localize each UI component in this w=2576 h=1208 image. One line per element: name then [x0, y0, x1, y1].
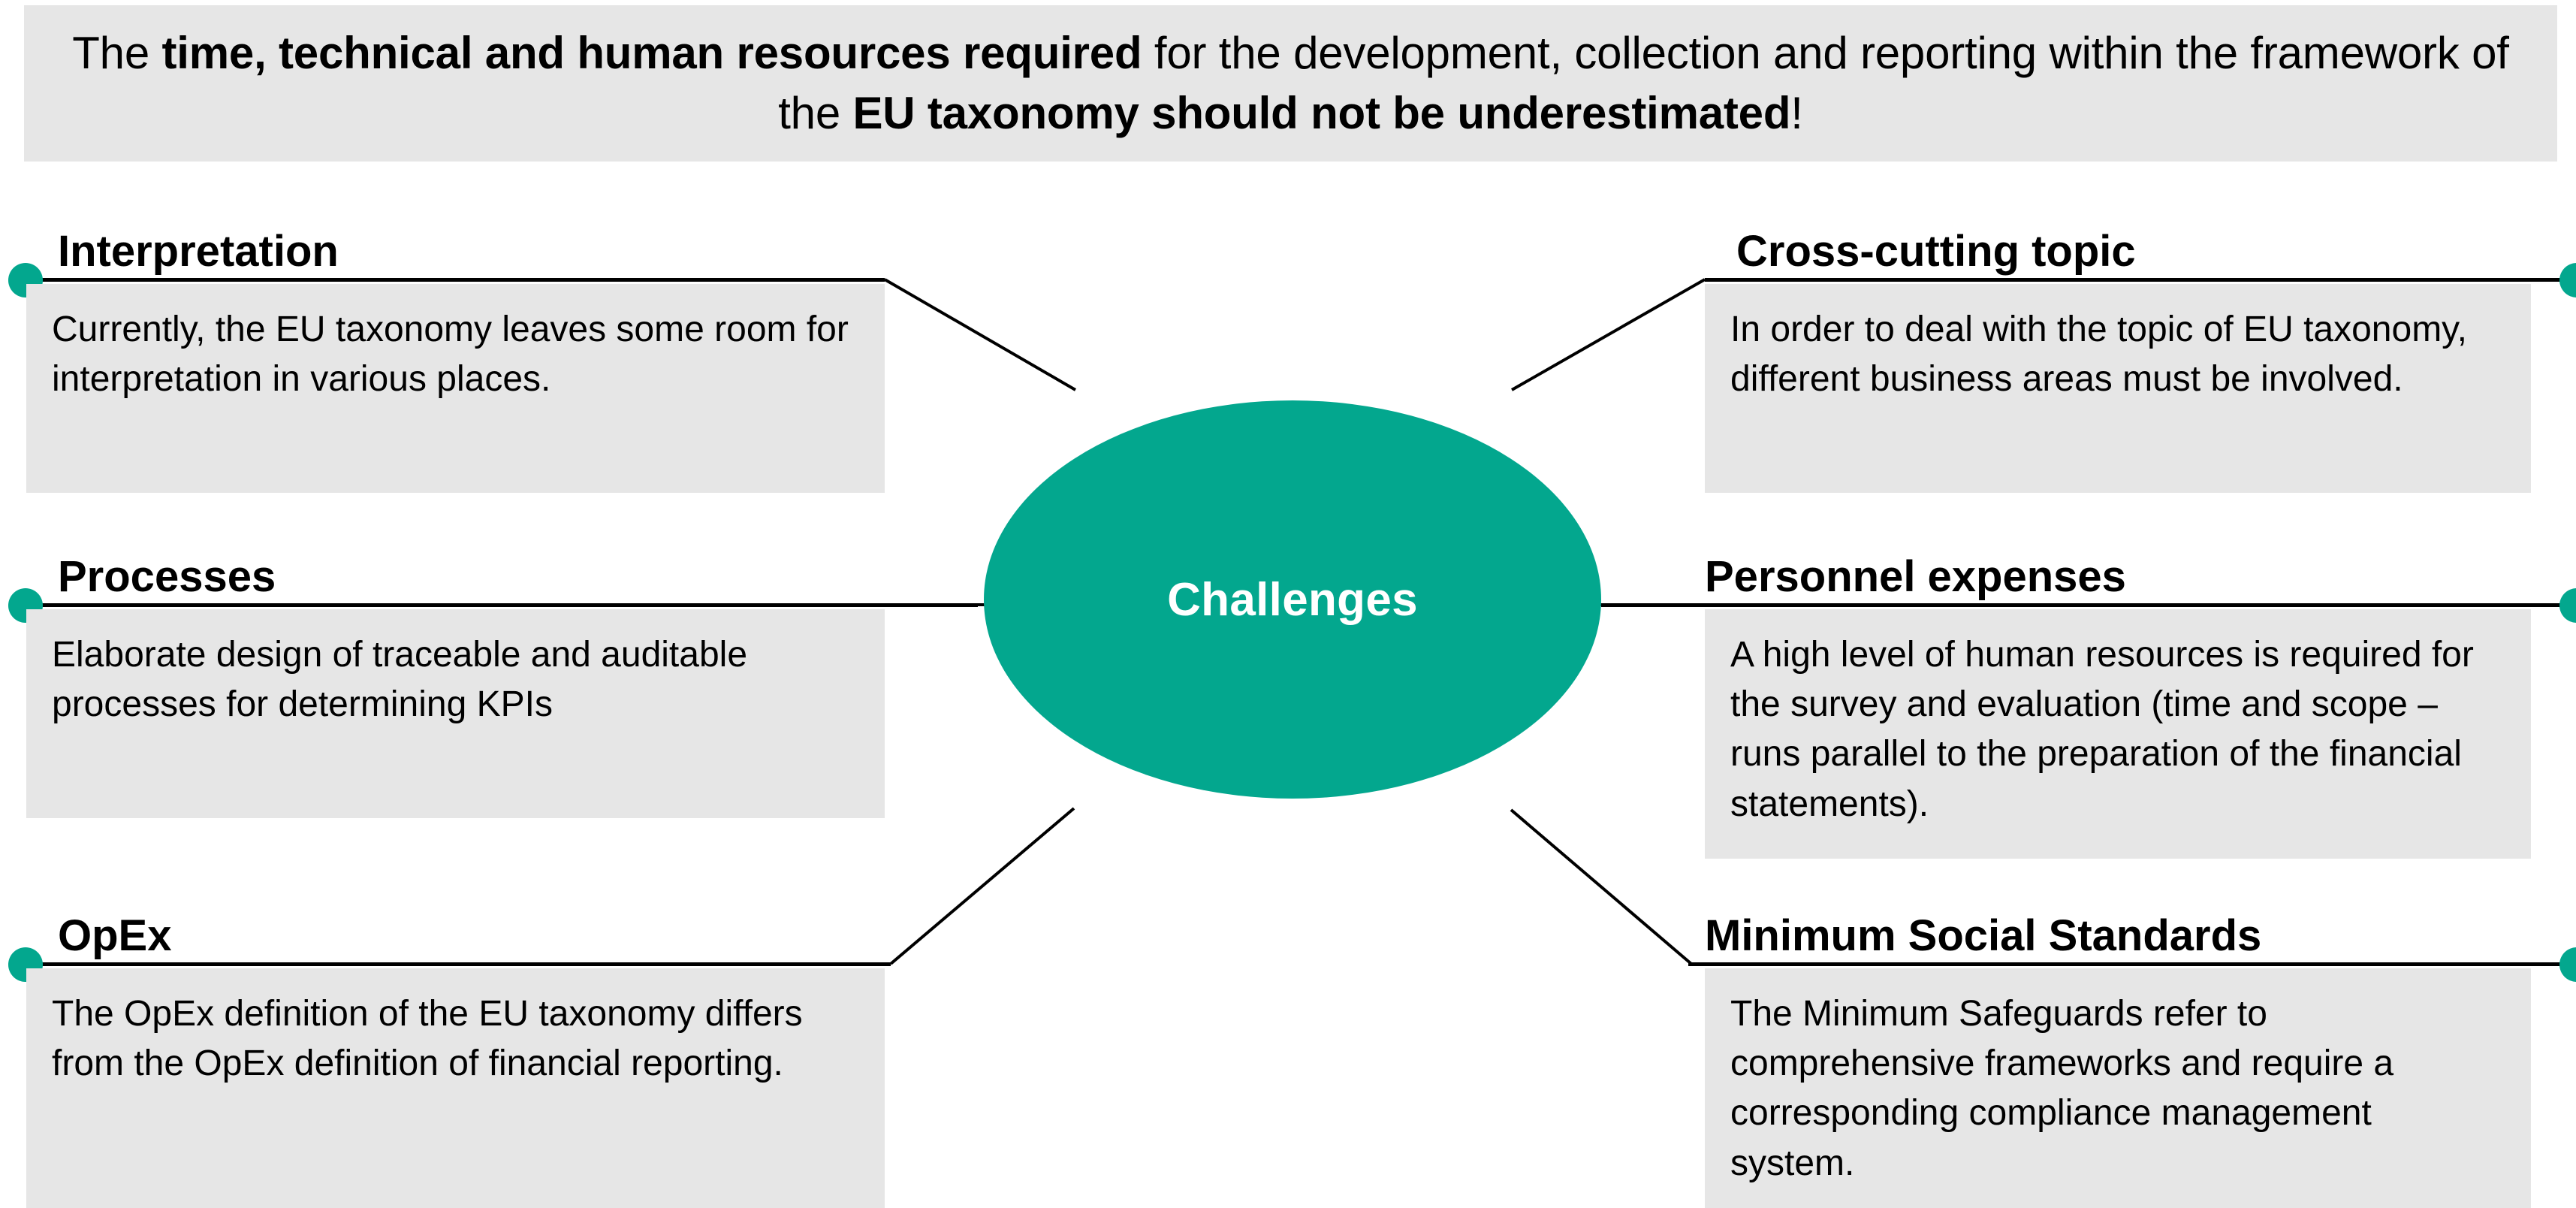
branch-dot-minimum-social-standards: [2559, 947, 2576, 982]
branch-rule-processes: [26, 603, 978, 607]
branch-body-minimum-social-standards: The Minimum Safeguards refer to comprehe…: [1730, 994, 2394, 1183]
branch-dot-cross-cutting-topic: [2559, 263, 2576, 297]
branch-rule-personnel-expenses: [1601, 603, 2576, 607]
branch-dot-personnel-expenses: [2559, 588, 2576, 623]
branch-box-cross-cutting-topic: In order to deal with the topic of EU ta…: [1705, 284, 2531, 493]
header-plain: The: [72, 28, 162, 79]
branch-body-processes: Elaborate design of traceable and audita…: [52, 635, 748, 725]
header-emphasis: EU taxonomy should not be underestimated: [852, 88, 1791, 138]
branch-rule-minimum-social-standards: [1688, 962, 2576, 966]
branch-title-minimum-social-standards: Minimum Social Standards: [1705, 911, 2262, 960]
center-circle-label: Challenges: [1167, 573, 1418, 626]
header-statement: The time, technical and human resources …: [54, 23, 2527, 143]
branch-body-opex: The OpEx definition of the EU taxonomy d…: [52, 994, 803, 1084]
branch-box-opex: The OpEx definition of the EU taxonomy d…: [26, 968, 885, 1208]
branch-rule-cross-cutting-topic: [1705, 278, 2576, 282]
branch-title-personnel-expenses: Personnel expenses: [1705, 552, 2126, 601]
branch-title-processes: Processes: [58, 552, 276, 601]
branch-body-cross-cutting-topic: In order to deal with the topic of EU ta…: [1730, 310, 2467, 400]
connector-cross-cutting: [1511, 278, 1706, 391]
branch-rule-opex: [26, 962, 891, 966]
connector-opex: [889, 807, 1075, 965]
connector-interpretation: [883, 278, 1077, 391]
branch-box-personnel-expenses: A high level of human resources is requi…: [1705, 609, 2531, 859]
center-circle-challenges[interactable]: Challenges: [984, 400, 1601, 799]
header-banner: The time, technical and human resources …: [24, 5, 2557, 162]
branch-title-cross-cutting-topic: Cross-cutting topic: [1736, 227, 2136, 276]
branch-title-interpretation: Interpretation: [58, 227, 339, 276]
branch-rule-interpretation: [26, 278, 885, 282]
branch-body-personnel-expenses: A high level of human resources is requi…: [1730, 635, 2474, 824]
branch-title-opex: OpEx: [58, 911, 172, 960]
branch-box-processes: Elaborate design of traceable and audita…: [26, 609, 885, 818]
header-emphasis: time, technical and human resources requ…: [161, 28, 1142, 79]
connector-minimum: [1510, 808, 1693, 965]
branch-box-minimum-social-standards: The Minimum Safeguards refer to comprehe…: [1705, 968, 2531, 1208]
branch-box-interpretation: Currently, the EU taxonomy leaves some r…: [26, 284, 885, 493]
branch-body-interpretation: Currently, the EU taxonomy leaves some r…: [52, 310, 849, 400]
header-plain: !: [1790, 88, 1803, 138]
header-plain: for the development, collection and repo…: [778, 28, 2509, 138]
